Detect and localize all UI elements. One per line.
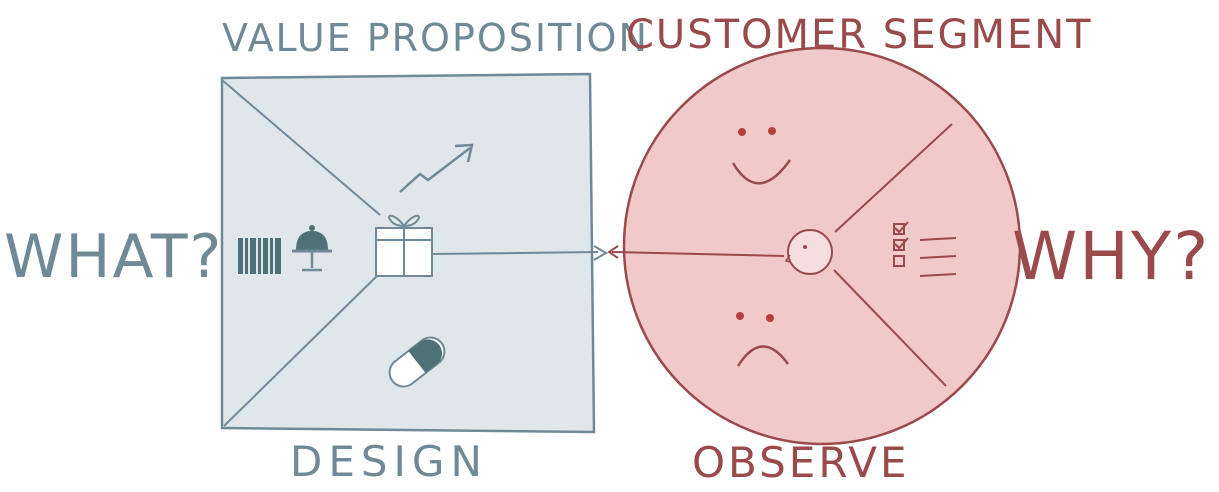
pill-icon	[388, 336, 446, 388]
sad-face-icon	[736, 312, 790, 367]
gift-icon	[375, 214, 433, 277]
why-label: WHY?	[1012, 218, 1211, 295]
service-cloche-icon	[292, 225, 332, 272]
person-head-icon	[784, 229, 833, 275]
customer-segment-title: CUSTOMER SEGMENT	[626, 12, 1093, 58]
barcode-icon	[238, 238, 281, 274]
value-proposition-title: VALUE PROPOSITION	[222, 16, 649, 60]
observe-label: OBSERVE	[692, 438, 910, 487]
smiley-face-icon	[731, 127, 792, 185]
checklist-icon	[893, 221, 957, 277]
design-label: DESIGN	[290, 437, 488, 486]
what-label: WHAT?	[4, 222, 224, 292]
chart-up-arrow-icon	[399, 143, 474, 193]
